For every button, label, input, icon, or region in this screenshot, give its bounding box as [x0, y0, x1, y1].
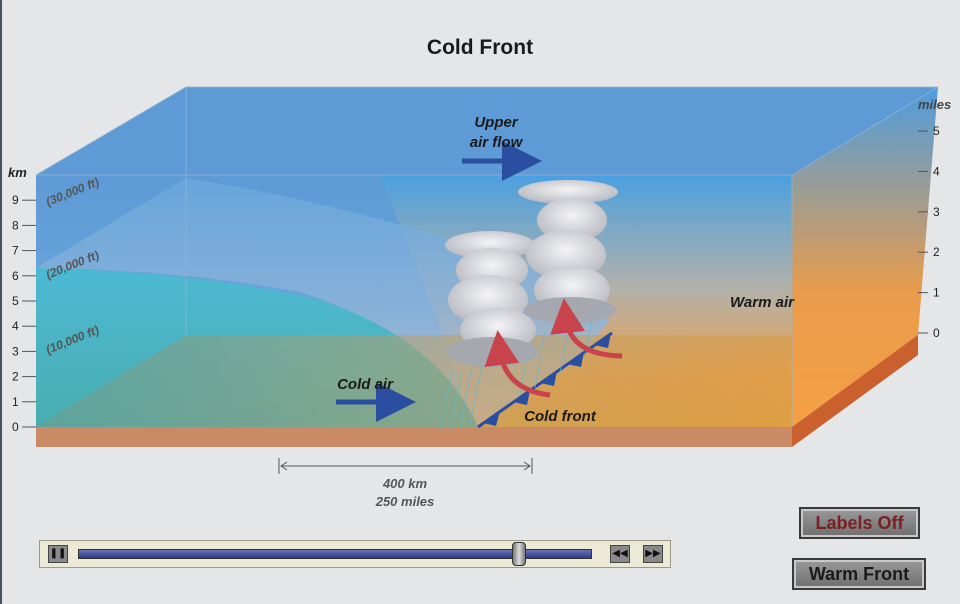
right-axis: 0 1 2 3 4 5: [918, 124, 940, 340]
warm-air-label: Warm air: [730, 294, 795, 311]
right-axis-tick-label: 5: [933, 124, 940, 138]
front-triangles: [483, 333, 611, 426]
left-axis-tick-label: 9: [12, 193, 19, 207]
block-right-face: [792, 87, 938, 427]
left-axis-tick-label: 8: [12, 218, 19, 232]
right-axis-unit: miles: [918, 97, 951, 112]
fast-forward-icon[interactable]: ▶▶: [643, 545, 663, 563]
right-axis-tick-label: 2: [933, 245, 940, 259]
left-axis-tick-label: 3: [12, 344, 19, 358]
scale-bar: [278, 458, 533, 474]
left-axis: 0 1 2 3 4 5 6 7 8 9: [12, 193, 36, 434]
left-axis-tick-label: 4: [12, 319, 19, 333]
scale-km-label: 400 km: [382, 476, 428, 491]
right-axis-tick-label: 0: [933, 326, 940, 340]
front-toggle-button[interactable]: Warm Front: [792, 558, 926, 590]
right-axis-tick-label: 4: [933, 164, 940, 178]
upper-air-label-line1: Upper: [474, 114, 519, 131]
ground-slab-front: [36, 427, 792, 447]
left-axis-tick-label: 1: [12, 395, 19, 409]
right-axis-tick-label: 3: [933, 205, 940, 219]
left-axis-tick-label: 2: [12, 370, 19, 384]
left-axis-tick-label: 5: [12, 294, 19, 308]
rewind-icon[interactable]: ◀◀: [610, 545, 630, 563]
block-edges: [35, 86, 939, 427]
block-top-face: [36, 87, 938, 175]
right-axis-tick-label: 1: [933, 286, 940, 300]
cold-front-label: Cold front: [524, 408, 597, 425]
warm-updraft-arrow-left: [484, 330, 551, 398]
labels-toggle-button[interactable]: Labels Off: [799, 507, 920, 539]
ground-plane: [36, 335, 918, 427]
progress-track[interactable]: [78, 549, 592, 559]
animation-player: ❚❚ ◀◀ ▶▶: [39, 540, 671, 568]
left-edge-divider: [0, 0, 2, 604]
progress-slider-handle[interactable]: [512, 542, 527, 566]
upper-air-label-line2: air flow: [470, 134, 524, 151]
warm-updraft-arrow-right: [550, 298, 623, 359]
cold-air-label: Cold air: [337, 376, 394, 393]
page-title: Cold Front: [426, 36, 534, 59]
left-axis-unit: km: [8, 165, 27, 180]
left-axis-tick-label: 7: [12, 244, 19, 258]
left-axis-tick-label: 6: [12, 269, 19, 283]
scale-miles-label: 250 miles: [375, 494, 435, 509]
pause-icon[interactable]: ❚❚: [48, 545, 68, 563]
left-axis-tick-label: 0: [12, 420, 19, 434]
ground-slab-side: [792, 335, 918, 447]
